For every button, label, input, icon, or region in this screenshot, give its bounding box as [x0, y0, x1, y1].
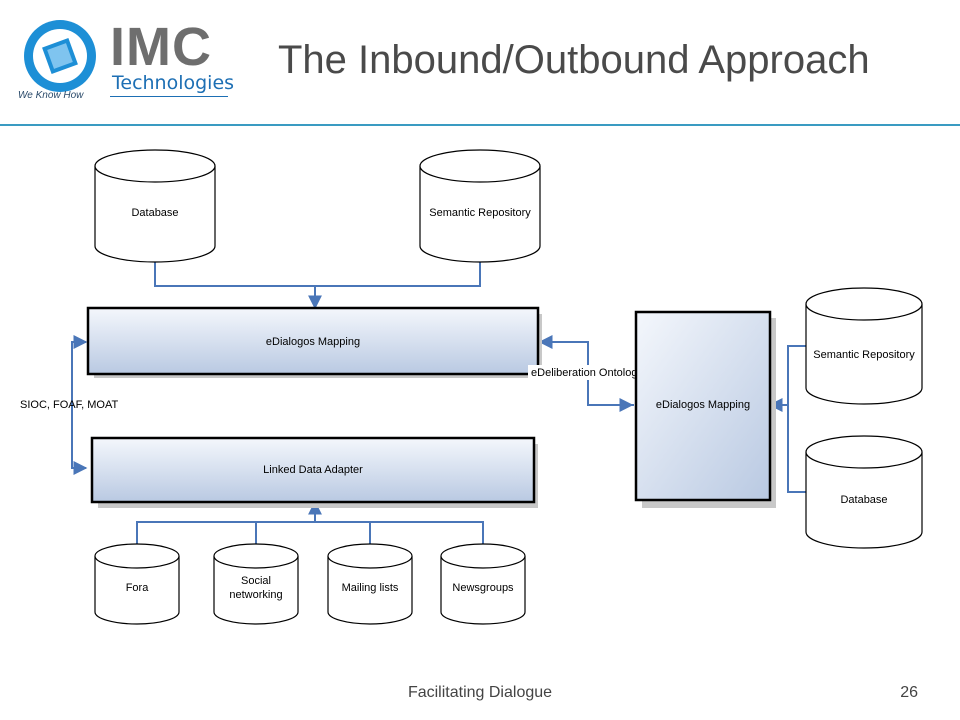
edialogos-mapping-label: eDialogos Mapping: [266, 336, 360, 348]
connector-sioc: [71, 335, 88, 475]
linked-data-adapter-box: Linked Data Adapter: [90, 436, 538, 508]
mailing-lists-label: Mailing lists: [342, 582, 399, 594]
source-cylinder-social-networking: Social networking: [213, 543, 299, 625]
sioc-label: SIOC, FOAF, MOAT: [20, 399, 118, 411]
fora-label: Fora: [126, 582, 150, 594]
social-label-line2: networking: [229, 589, 282, 601]
semantic-repository-label: Semantic Repository: [429, 207, 531, 219]
footer-title: Facilitating Dialogue: [407, 684, 553, 701]
source-cylinder-fora: Fora: [94, 543, 180, 625]
edialogos-mapping-box-top: eDialogos Mapping: [86, 306, 542, 378]
logo-underline: [110, 96, 228, 97]
edialogos-mapping-box-right: eDialogos Mapping: [634, 310, 776, 508]
connector-bottom: [136, 500, 484, 544]
page-number: 26: [900, 684, 918, 701]
database-cylinder-top-left: Database: [94, 149, 216, 263]
logo-mark-icon: [24, 20, 96, 92]
company-logo: IMC Technologies We Know How: [14, 14, 234, 109]
title-divider: [0, 124, 960, 126]
semantic-repository-cylinder-right: Semantic Repository: [805, 287, 923, 405]
slide-title: The Inbound/Outbound Approach: [278, 38, 870, 82]
database-cylinder-right: Database: [805, 435, 923, 549]
source-cylinder-newsgroups: Newsgroups: [440, 543, 526, 625]
source-cylinder-mailing-lists: Mailing lists: [327, 543, 413, 625]
linked-data-adapter-label: Linked Data Adapter: [263, 464, 363, 476]
ontology-label: eDeliberation Ontology: [531, 367, 643, 379]
database-label: Database: [131, 207, 178, 219]
semantic-repository-cylinder-top: Semantic Repository: [419, 149, 541, 263]
database-right-label: Database: [840, 494, 887, 506]
newsgroups-label: Newsgroups: [452, 582, 514, 594]
semantic-repository-right-label: Semantic Repository: [813, 349, 915, 361]
connector-top: [154, 262, 481, 310]
logo-subtitle-text: Technologies: [112, 72, 235, 94]
logo-brand-text: IMC: [110, 17, 212, 77]
logo-tagline: We Know How: [18, 90, 84, 101]
ontology-label-bg: [528, 365, 646, 380]
social-label-line1: Social: [241, 575, 271, 587]
edialogos-mapping-right-label: eDialogos Mapping: [656, 399, 750, 411]
